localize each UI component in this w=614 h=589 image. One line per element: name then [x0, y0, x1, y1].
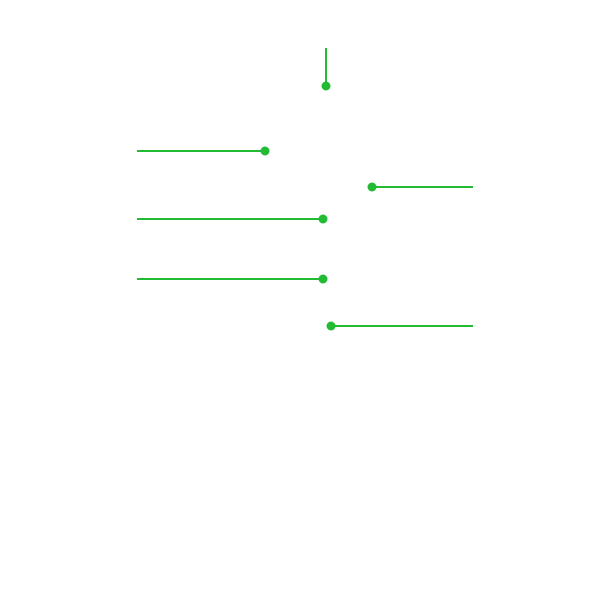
endpoint-dot [318, 274, 328, 284]
leader-line-left-3 [137, 274, 328, 284]
leader-line-right-2 [326, 321, 473, 331]
endpoint-dot [260, 146, 270, 156]
leader-lines-group [137, 48, 473, 331]
endpoint-dot [326, 321, 336, 331]
endpoint-dot [321, 81, 331, 91]
leader-line-right-1 [367, 182, 473, 192]
leader-line-left-1 [137, 146, 270, 156]
leader-line-top [321, 48, 331, 91]
endpoint-dot [318, 214, 328, 224]
leader-line-left-2 [137, 214, 328, 224]
endpoint-dot [367, 182, 377, 192]
